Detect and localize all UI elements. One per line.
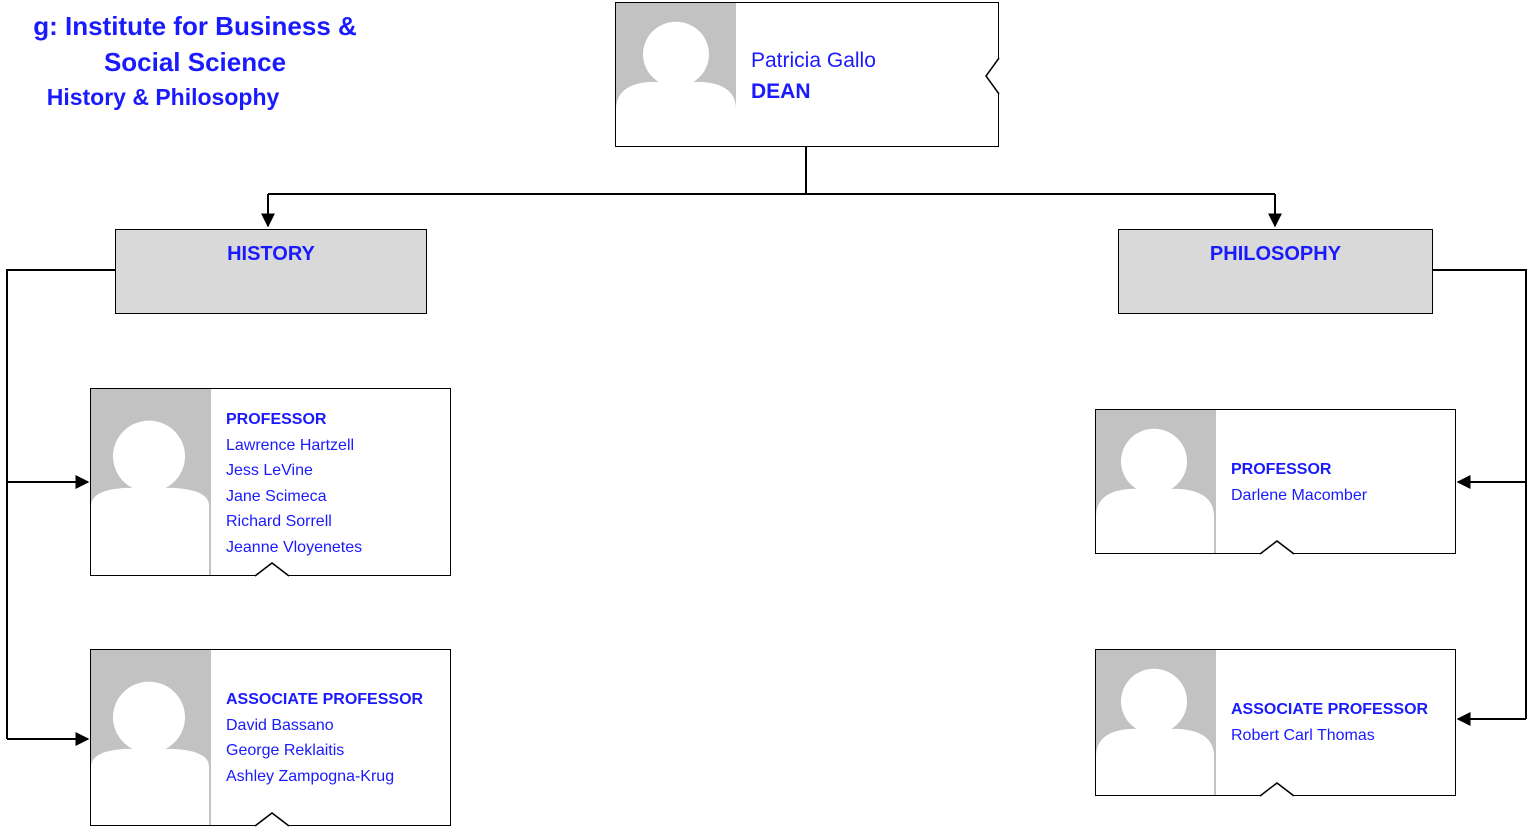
dept-philosophy[interactable]: PHILOSOPHY [1118,229,1433,314]
history-associate-card[interactable]: ASSOCIATE PROFESSOR David Bassano George… [90,649,451,827]
person-silhouette-icon [616,21,736,146]
person-silhouette-icon [1096,428,1214,553]
group-role: ASSOCIATE PROFESSOR [1231,701,1429,718]
avatar [91,650,211,825]
member-name: Darlene Macomber [1231,486,1368,504]
card-notch-icon [985,58,1000,94]
page-title: g: Institute for Business & Social Scien… [0,8,430,114]
connector-history-spine [6,269,115,739]
avatar [91,389,211,575]
person-silhouette-icon [1096,668,1214,795]
member-name: Lawrence Hartzell [226,436,355,454]
member-name: Richard Sorrell [226,513,332,530]
philosophy-professor-info: PROFESSOR Darlene Macomber [1231,457,1451,508]
title-line-2: Social Science [103,47,287,77]
title-subtitle: History & Philosophy [46,84,280,110]
connector-philosophy-spine [1433,269,1527,719]
dean-card[interactable]: Patricia Gallo DEAN [615,2,1000,147]
member-name: Jess LeVine [226,462,313,479]
card-notch-icon [255,812,289,827]
philosophy-associate-info: ASSOCIATE PROFESSOR Robert Carl Thomas [1231,697,1451,748]
dept-philosophy-label: PHILOSOPHY [1209,243,1342,265]
member-name: Robert Carl Thomas [1231,726,1375,744]
history-professor-card[interactable]: PROFESSOR Lawrence Hartzell Jess LeVine … [90,388,451,577]
history-professor-info: PROFESSOR Lawrence Hartzell Jess LeVine … [226,407,446,560]
member-name: David Bassano [226,716,334,734]
philosophy-professor-card[interactable]: PROFESSOR Darlene Macomber [1095,409,1456,555]
group-role: ASSOCIATE PROFESSOR [226,691,424,708]
group-role: PROFESSOR [226,411,327,428]
dean-name: Patricia Gallo [751,49,876,72]
history-associate-info: ASSOCIATE PROFESSOR David Bassano George… [226,687,446,789]
dean-role: DEAN [751,80,811,103]
member-name: Jane Scimeca [226,487,327,505]
dept-history[interactable]: HISTORY [115,229,427,314]
member-name: Ashley Zampogna-Krug [226,767,395,785]
person-silhouette-icon [91,681,209,825]
person-silhouette-icon [91,420,209,575]
member-name: Jeanne Vloyenetes [226,538,363,556]
avatar [616,3,736,146]
card-notch-icon [255,562,289,577]
philosophy-associate-card[interactable]: ASSOCIATE PROFESSOR Robert Carl Thomas [1095,649,1456,797]
dean-info: Patricia Gallo DEAN [751,45,994,107]
title-line-1: g: Institute for Business & [33,11,357,41]
dept-history-label: HISTORY [227,243,315,265]
avatar [1096,410,1216,553]
card-notch-icon [1260,540,1294,555]
member-name: George Reklaitis [226,742,345,759]
avatar [1096,650,1216,795]
group-role: PROFESSOR [1231,461,1332,478]
card-notch-icon [1260,782,1294,797]
